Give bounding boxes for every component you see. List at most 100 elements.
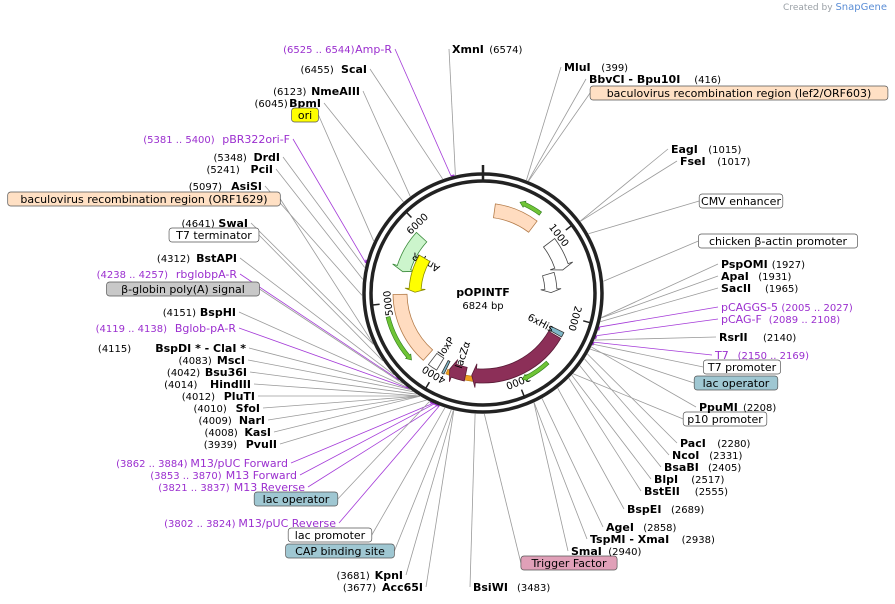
feature-lac-operator[interactable]	[441, 359, 451, 375]
enzyme-label-hindiii[interactable]: HindIII(4014)	[164, 378, 251, 391]
label-position: (6525 .. 6544)	[283, 45, 355, 56]
green-arrow-left	[385, 316, 412, 361]
enzyme-label-agei[interactable]: AgeI(2858)	[606, 521, 677, 534]
primer-label-pcag-f[interactable]: pCAG-F(2089 .. 2108)	[721, 313, 840, 326]
enzyme-label-bsphi[interactable]: BspHI(4151)	[163, 306, 236, 319]
feature-label-p10-promoter[interactable]: p10 promoter	[682, 411, 768, 427]
label-position: (2517)	[691, 475, 724, 486]
feature-label-t7-terminator[interactable]: T7 terminator	[168, 227, 260, 243]
leader-line	[362, 90, 411, 197]
leader-line	[483, 413, 522, 564]
feature-label-chicken-actin-promoter[interactable]: chicken β-actin promoter	[698, 233, 858, 249]
primer-label-t7[interactable]: T7(2150 .. 2169)	[714, 349, 809, 362]
feature-ampr[interactable]	[392, 231, 428, 273]
feature-lacza[interactable]	[449, 359, 468, 382]
label-name: pBR322ori-F	[222, 133, 290, 146]
feature-label-baculovirus-recombination-region-lef2-orf603[interactable]: baculovirus recombination region (lef2/O…	[589, 85, 889, 101]
enzyme-label-drdi[interactable]: DrdI(5348)	[214, 151, 280, 164]
enzyme-label-apai[interactable]: ApaI(1931)	[721, 270, 792, 283]
enzyme-label-bbvci-bpu10i[interactable]: BbvCI - Bpu10I(416)	[589, 73, 721, 86]
enzyme-label-bsabi[interactable]: BsaBI(2405)	[664, 461, 741, 474]
label-name: MscI	[217, 354, 245, 367]
enzyme-label-pspomi[interactable]: PspOMI(1927)	[721, 258, 805, 271]
feature-label-lac-operator[interactable]: lac operator	[693, 375, 779, 391]
feature-label-trigger-factor[interactable]: Trigger Factor	[520, 555, 618, 571]
feature-label-t7-promoter[interactable]: T7 promoter	[702, 359, 781, 375]
enzyme-label-bspei[interactable]: BspEI(2689)	[627, 503, 704, 516]
enzyme-label-blpi[interactable]: BlpI (2517)	[654, 473, 725, 486]
enzyme-label-sacii[interactable]: SacII(1965)	[721, 282, 798, 295]
enzyme-label-smai[interactable]: SmaI(2940)	[571, 545, 642, 558]
enzyme-label-paci[interactable]: PacI(2280)	[680, 437, 751, 450]
primer-label-m13-reverse[interactable]: M13 Reverse(3821 .. 3837)	[158, 481, 305, 494]
enzyme-label-pcii[interactable]: PciI(5241)	[207, 163, 273, 176]
enzyme-label-kasi[interactable]: KasI(4008)	[205, 426, 271, 439]
enzyme-label-nari[interactable]: NarI(4009)	[199, 414, 265, 427]
feature-label-cmv-enhancer[interactable]: CMV enhancer	[698, 193, 784, 209]
primer-label-amp-r[interactable]: Amp-R(6525 .. 6544)	[283, 43, 392, 56]
primer-label-rbglobpa-r[interactable]: rbglobpA-R(4238 .. 4257)	[97, 268, 238, 281]
feature-baculovirus-orf1629[interactable]	[392, 293, 434, 361]
enzyme-label-kpni[interactable]: KpnI(3681)	[337, 569, 403, 582]
feature-label-lac-operator[interactable]: lac operator	[253, 491, 339, 507]
label-position: (2280)	[717, 439, 750, 450]
feature-ori[interactable]	[404, 254, 431, 293]
leader-line	[590, 348, 695, 384]
enzyme-label-bsiwi[interactable]: BsiWI(3483)	[473, 581, 550, 594]
enzyme-label-asisi[interactable]: AsiSI(5097)	[189, 180, 262, 193]
enzyme-label-bpmi[interactable]: BpmI(6045)	[255, 97, 321, 110]
enzyme-label-bsu36i[interactable]: Bsu36I(4042)	[167, 366, 247, 379]
enzyme-label-bspdi-clai[interactable]: BspDI * - ClaI *(4115)	[98, 342, 246, 355]
enzyme-label-fsei[interactable]: FseI(1017)	[680, 155, 751, 168]
enzyme-label-ncoi[interactable]: NcoI(2331)	[672, 449, 743, 462]
label-name: pCAGGS-5	[721, 301, 778, 314]
feature-label-text: lac promoter	[295, 529, 366, 542]
leader-line	[282, 156, 366, 268]
feature-label-globin-poly-a-signal[interactable]: β-globin poly(A) signal	[106, 281, 260, 297]
feature-cmv-enhancer[interactable]	[542, 237, 573, 271]
feature-loxp[interactable]	[427, 352, 445, 371]
feature-label-ori[interactable]: ori	[291, 107, 319, 123]
feature-label-lac-promoter[interactable]: lac promoter	[287, 527, 373, 543]
primer-label-m13-puc-forward[interactable]: M13/pUC Forward(3862 .. 3884)	[116, 457, 288, 470]
enzyme-label-sfoi[interactable]: SfoI(4010)	[194, 402, 260, 415]
feature-label: 6xHis	[525, 312, 555, 335]
feature-6xhis[interactable]	[548, 325, 565, 338]
enzyme-label-rsrii[interactable]: RsrII(2140)	[719, 331, 796, 344]
primer-label-m13-forward[interactable]: M13 Forward(3853 .. 3870)	[150, 469, 297, 482]
enzyme-label-pvuii[interactable]: PvuII(3939)	[204, 438, 277, 451]
enzyme-label-bsteii[interactable]: BstEII(2555)	[644, 485, 728, 498]
enzyme-label-acc65i[interactable]: Acc65I(3677)	[343, 581, 423, 594]
enzyme-label-scai[interactable]: ScaI(6455)	[301, 63, 367, 76]
leader-line	[594, 336, 717, 341]
enzyme-label-nmeaiii[interactable]: NmeAIII(6123)	[273, 85, 360, 98]
plasmid-length: 6824 bp	[462, 301, 503, 312]
credit-prefix: Created by	[783, 3, 833, 13]
primer-label-pbr322ori-f[interactable]: pBR322ori-F(5381 .. 5400)	[143, 133, 290, 146]
enzyme-label-pluti[interactable]: PluTI(4012)	[182, 390, 255, 403]
label-position: (1017)	[717, 157, 750, 168]
leader-line	[262, 395, 420, 409]
feature-trigger-factor[interactable]	[471, 330, 562, 388]
enzyme-label-bstapi[interactable]: BstAPI(4312)	[157, 252, 237, 265]
enzyme-label-ppumi[interactable]: PpuMI(2208)	[699, 401, 776, 414]
label-position: (6123)	[273, 87, 306, 98]
feature-baculovirus-lef2[interactable]	[493, 203, 538, 233]
enzyme-label-swai[interactable]: SwaI(4641)	[182, 217, 248, 230]
enzyme-label-eagi[interactable]: EagI(1015)	[671, 143, 742, 156]
feature-label-text: T7 terminator	[175, 229, 252, 242]
enzyme-label-msci[interactable]: MscI(4083)	[179, 354, 245, 367]
enzyme-label-xmni[interactable]: XmnI(6574)	[452, 43, 523, 56]
feature-label-cap-binding-site[interactable]: CAP binding site	[285, 543, 395, 559]
primer-label-pcaggs-5[interactable]: pCAGGS-5(2005 .. 2027)	[721, 301, 853, 314]
primer-label-m13-puc-reverse[interactable]: M13/pUC Reverse(3802 .. 3824)	[164, 517, 336, 530]
feature-chicken-actin[interactable]	[540, 271, 562, 294]
enzyme-label-mlui[interactable]: MluI(399)	[564, 61, 628, 74]
enzyme-label-tspmi-xmai[interactable]: TspMI - XmaI(2938)	[590, 533, 715, 546]
label-name: SacII	[721, 282, 751, 295]
label-name: BlpI	[654, 473, 678, 486]
feature-label-baculovirus-recombination-region-orf1629[interactable]: baculovirus recombination region (ORF162…	[7, 191, 281, 207]
primer-label-bglob-pa-r[interactable]: Bglob-pA-R(4119 .. 4138)	[96, 322, 237, 335]
map-labels: Amp-R(6525 .. 6544) ScaI(6455) NmeAIII(612…	[7, 43, 889, 594]
